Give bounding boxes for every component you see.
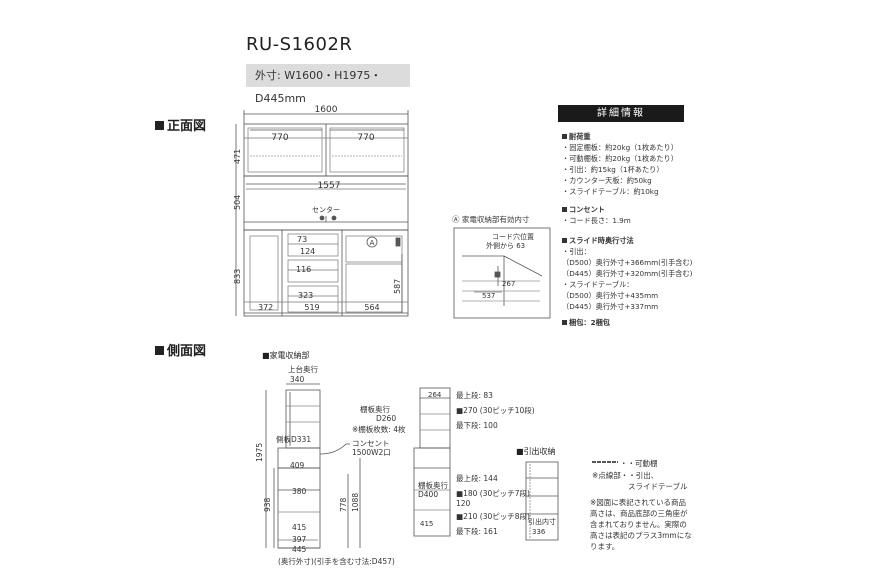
dim-778: 778 — [339, 497, 348, 512]
shelf-top2: 最上段: 144 — [456, 474, 498, 483]
outlet-label: コンセント — [352, 439, 390, 448]
inset-title: Ⓐ 家電収納部有効内寸 — [452, 215, 530, 224]
note-line-4: 高さは表記のプラス3mmにな — [590, 531, 692, 540]
detail-line-4: ・カウンター天板：約50kg — [562, 176, 652, 185]
shelf-bottom2: 最下段: 161 — [456, 527, 498, 536]
dim-340: 340 — [290, 375, 305, 384]
center-label: センター — [312, 205, 340, 214]
shelf-count: ※棚板枚数: 4枚 — [352, 425, 406, 434]
shelf-depth2-label: 棚板奥行 — [418, 481, 448, 490]
detail-heading-8: スライド時奥行寸法 — [562, 236, 634, 246]
dim-120: 120 — [456, 499, 471, 508]
detail-line-10: （D500）奥行外寸+366mm(引手含む) — [562, 258, 693, 267]
dim-1088: 1088 — [351, 493, 360, 512]
dim-1975: 1975 — [255, 443, 264, 462]
dim-264: 264 — [428, 391, 442, 399]
shelf-depth: D260 — [376, 414, 397, 423]
front-view-drawing: 1600 770 770 1557 センター A 73 124 116 323 … — [233, 105, 409, 317]
dim-336: 336 — [532, 528, 546, 536]
detail-heading-6: コンセント — [562, 205, 605, 215]
dim-upper-right: 770 — [357, 133, 374, 143]
legend-dotted: ※点線部・・引出、 — [592, 471, 659, 480]
note-line-1: ※図面に表記されている商品 — [590, 498, 687, 507]
dim-124: 124 — [300, 247, 315, 256]
upper-depth-label: 上台奥行 — [288, 364, 318, 374]
legend-movable-shelf: ・・可動棚 — [620, 459, 658, 468]
inset-note-2: 外側から 63 — [486, 241, 525, 250]
shelf-top1: 最上段: 83 — [456, 391, 493, 400]
dim-323: 323 — [298, 291, 313, 300]
shelf-side-drawing: 264 415 — [413, 387, 451, 537]
dim-564: 564 — [364, 303, 379, 312]
detail-line-9: ・引出： — [562, 247, 591, 256]
detail-line-1: ・固定棚板：約20kg（1枚あたり） — [562, 143, 678, 152]
side-view-heading: 側面図 — [155, 340, 206, 359]
dim-519: 519 — [304, 303, 319, 312]
dim-267: 267 — [502, 280, 515, 288]
detail-heading-0: 耐荷重 — [562, 132, 591, 142]
dim-938: 938 — [263, 497, 272, 512]
outlet-marker-a: A — [370, 239, 375, 247]
outlet-spec: 1500W2口 — [352, 448, 391, 457]
appliance-heading: ■家電収納部 — [262, 351, 310, 360]
dim-397: 397 — [292, 535, 307, 544]
appliance-label: 家電収納部 — [269, 351, 310, 360]
shelf-bottom1: 最下段: 100 — [456, 421, 498, 430]
dim-471: 471 — [233, 149, 242, 164]
detail-line-13: （D500）奥行外寸+435mm — [562, 291, 659, 300]
model-number: RU-S1602R — [246, 34, 353, 55]
outer-dimensions: 外寸: W1600・H1975・D445mm — [246, 64, 410, 105]
detail-line-12: ・スライドテーブル： — [562, 280, 634, 289]
drawer-inner-label: 引出内寸 — [528, 517, 556, 526]
note-line-5: ります。 — [590, 542, 620, 551]
inset-drawing: コード穴位置 外側から 63 267 537 — [453, 227, 551, 319]
dim-409: 409 — [290, 461, 305, 470]
detail-line-7: ・コード長さ：1.9m — [562, 216, 631, 225]
dim-73: 73 — [297, 235, 307, 244]
dim-833: 833 — [233, 269, 242, 284]
dim-415: 415 — [292, 523, 307, 532]
dim-415-shelf: 415 — [420, 520, 433, 528]
drawer-label: 引出収納 — [523, 447, 556, 456]
square-bullet-icon — [155, 346, 164, 355]
note-line-3: 含まれておりません。実際の — [590, 520, 687, 529]
detail-line-3: ・引出：約15kg（1杯あたり） — [562, 165, 664, 174]
detail-info-header: 詳細情報 — [558, 105, 684, 122]
dim-445: 445 — [292, 545, 307, 554]
dim-upper-left: 770 — [271, 133, 288, 143]
side-view-drawing: 上台奥行 340 側板D331 コンセント 1500W2口 409 380 41… — [255, 364, 391, 554]
side-footnote: (奥行外寸)(引手を含む寸法:D457) — [278, 557, 395, 566]
dim-total-width: 1600 — [315, 105, 338, 115]
inset-note-1: コード穴位置 — [492, 232, 534, 241]
dim-372: 372 — [258, 303, 273, 312]
note-line-2: 高さは、商品底部の三角座が — [590, 509, 688, 518]
drawer-heading: ■引出収納 — [516, 447, 556, 456]
shelf-depth-label: 棚板奥行 — [360, 405, 390, 414]
detail-line-14: （D445）奥行外寸+337mm — [562, 302, 659, 311]
detail-line-11: （D445）奥行外寸+320mm(引手含む) — [562, 269, 693, 278]
front-view-heading: 正面図 — [155, 115, 206, 134]
shelf-pitch3: ■210 (30ピッチ8段) — [456, 512, 530, 521]
detail-line-2: ・可動棚板：約20kg（1枚あたり） — [562, 154, 678, 163]
dim-537: 537 — [482, 292, 495, 300]
dim-380: 380 — [292, 487, 307, 496]
side-plate-label: 側板D331 — [276, 434, 311, 444]
shelf-pitch2: ■180 (30ピッチ7段) — [456, 489, 530, 498]
movable-shelf-legend-icon — [592, 461, 618, 463]
shelf-depth2: D400 — [418, 490, 439, 499]
detail-line-5: ・スライドテーブル：約10kg — [562, 187, 659, 196]
square-bullet-icon — [155, 121, 164, 130]
shelf-pitch1: ■270 (30ピッチ10段) — [456, 406, 535, 415]
dim-counter-width: 1557 — [318, 181, 341, 191]
front-view-label: 正面図 — [167, 119, 207, 134]
dim-504: 504 — [233, 195, 242, 210]
dim-116: 116 — [296, 265, 311, 274]
dim-587: 587 — [393, 279, 402, 294]
drawer-drawing: 引出内寸 336 — [525, 461, 559, 541]
side-view-label: 側面図 — [167, 344, 207, 359]
detail-heading-15: 梱包：2梱包 — [562, 318, 610, 328]
legend-slide-table: スライドテーブル — [628, 482, 688, 491]
